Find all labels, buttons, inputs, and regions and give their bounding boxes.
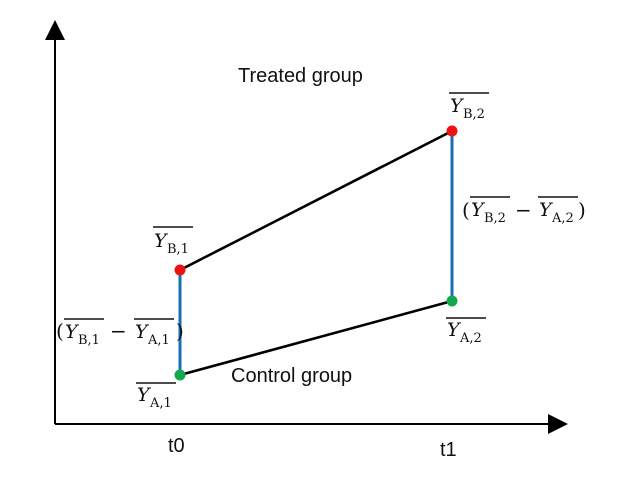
svg-text:B,1: B,1: [167, 242, 189, 257]
t0-label: t0: [168, 435, 185, 457]
difference-t0-label: ( Y B,1 − Y A,1 ): [56, 318, 184, 348]
svg-text:Y: Y: [137, 384, 152, 406]
svg-text:(: (: [462, 198, 470, 222]
svg-text:): ): [176, 319, 184, 343]
label-ya2: Y A,2: [446, 317, 486, 346]
point-treated-t1: [446, 125, 458, 137]
svg-text:−: −: [110, 319, 127, 343]
svg-text:A,2: A,2: [459, 331, 482, 346]
svg-text:−: −: [515, 198, 532, 222]
point-control-t1: [446, 295, 458, 307]
svg-text:Y: Y: [65, 321, 80, 343]
svg-text:Y: Y: [154, 230, 169, 252]
svg-text:Y: Y: [447, 319, 462, 341]
label-yb1: Y B,1: [153, 226, 193, 257]
svg-text:B,1: B,1: [78, 333, 100, 348]
svg-text:Y: Y: [450, 95, 465, 117]
point-control-t0: [174, 369, 186, 381]
treated-group-label: Treated group: [238, 65, 363, 87]
difference-t1-label: ( Y B,2 − Y A,2 ): [462, 196, 586, 226]
treated-trend-line: [179, 129, 453, 272]
svg-text:Y: Y: [539, 199, 554, 221]
svg-text:A,2: A,2: [551, 211, 574, 226]
svg-text:A,1: A,1: [149, 396, 172, 411]
control-trend-line: [179, 299, 453, 377]
svg-text:Y: Y: [471, 199, 486, 221]
control-group-label: Control group: [231, 365, 352, 387]
svg-text:Y: Y: [135, 321, 150, 343]
svg-text:B,2: B,2: [484, 211, 506, 226]
label-ya1: Y A,1: [136, 382, 176, 411]
t1-label: t1: [440, 439, 457, 461]
point-treated-t0: [174, 264, 186, 276]
svg-text:A,1: A,1: [147, 333, 170, 348]
label-yb2: Y B,2: [449, 92, 489, 122]
svg-text:B,2: B,2: [463, 107, 485, 122]
svg-text:): ): [578, 198, 586, 222]
svg-text:(: (: [56, 319, 64, 343]
